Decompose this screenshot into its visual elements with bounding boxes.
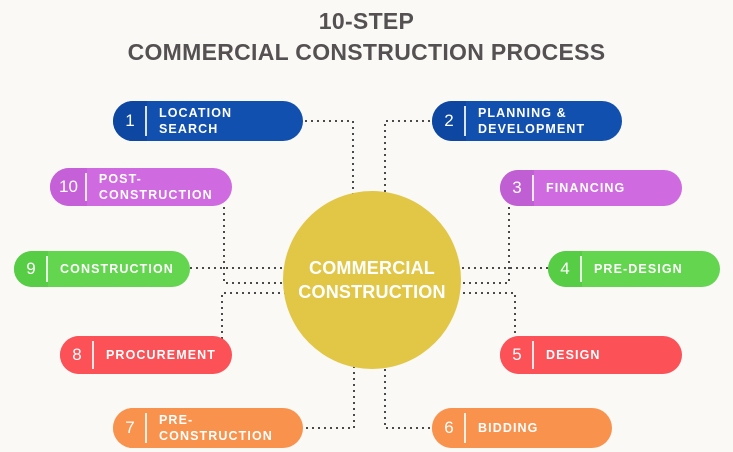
step-number-5: 5: [500, 336, 534, 374]
step-label-8-line-1: PROCUREMENT: [106, 348, 217, 362]
step-label-2-line-1: PLANNING &: [478, 106, 567, 120]
step-label-5: DESIGN: [534, 336, 682, 374]
step-label-1: LOCATION SEARCH: [147, 101, 303, 141]
step-label-2: PLANNING & DEVELOPMENT: [466, 101, 622, 141]
step-label-7-line-1: PRE-: [159, 413, 194, 427]
step-pill-post-construction[interactable]: 10 POST- CONSTRUCTION: [50, 168, 232, 206]
step-label-2-line-2: DEVELOPMENT: [478, 122, 586, 136]
connector-step-5: [455, 292, 516, 345]
step-number-3: 3: [500, 170, 534, 206]
connector-step-10: [223, 207, 283, 284]
center-label-line-1: COMMERCIAL: [309, 258, 435, 278]
step-label-10-line-2: CONSTRUCTION: [98, 188, 213, 202]
title-line-2: COMMERCIAL CONSTRUCTION PROCESS: [127, 39, 606, 65]
step-number-4: 4: [548, 251, 582, 287]
step-number-6: 6: [432, 408, 466, 448]
step-pill-bidding[interactable]: 6 BIDDING: [432, 408, 612, 448]
step-pill-pre-construction[interactable]: 7 PRE- CONSTRUCTION: [113, 408, 303, 448]
connector-step-7: [300, 356, 355, 429]
title-line-1: 10-STEP: [318, 8, 415, 34]
step-pill-financing[interactable]: 3 FINANCING: [500, 170, 682, 206]
step-label-1-line-2: SEARCH: [159, 122, 219, 136]
step-label-8: PROCUREMENT: [94, 336, 232, 374]
step-pill-planning-development[interactable]: 2 PLANNING & DEVELOPMENT: [432, 101, 622, 141]
step-label-9: CONSTRUCTION: [48, 251, 190, 287]
connector-step-1: [305, 120, 354, 216]
step-pill-pre-design[interactable]: 4 PRE-DESIGN: [548, 251, 720, 287]
step-label-3: FINANCING: [534, 170, 682, 206]
step-label-3-line-1: FINANCING: [546, 181, 626, 195]
center-node: COMMERCIAL CONSTRUCTION: [283, 191, 461, 369]
step-pill-location-search[interactable]: 1 LOCATION SEARCH: [113, 101, 303, 141]
step-label-9-line-1: CONSTRUCTION: [60, 262, 174, 276]
step-label-4: PRE-DESIGN: [582, 251, 720, 287]
step-label-6-line-1: BIDDING: [478, 421, 539, 435]
step-label-1-line-1: LOCATION: [159, 106, 233, 120]
step-number-1: 1: [113, 101, 147, 141]
step-number-9: 9: [14, 251, 48, 287]
step-pill-construction[interactable]: 9 CONSTRUCTION: [14, 251, 190, 287]
step-number-7: 7: [113, 408, 147, 448]
connector-step-3: [456, 207, 510, 284]
page-title: 10-STEP COMMERCIAL CONSTRUCTION PROCESS: [0, 6, 733, 68]
step-label-10: POST- CONSTRUCTION: [87, 168, 232, 206]
center-label-line-2: CONSTRUCTION: [298, 282, 446, 302]
step-number-2: 2: [432, 101, 466, 141]
step-label-5-line-1: DESIGN: [546, 348, 601, 362]
step-number-10: 10: [50, 168, 87, 206]
step-pill-design[interactable]: 5 DESIGN: [500, 336, 682, 374]
step-label-10-line-1: POST-: [98, 172, 142, 186]
connector-step-6: [384, 356, 430, 429]
step-pill-procurement[interactable]: 8 PROCUREMENT: [60, 336, 232, 374]
connector-step-8: [221, 292, 285, 345]
step-label-7-line-2: CONSTRUCTION: [159, 429, 273, 443]
step-label-7: PRE- CONSTRUCTION: [147, 408, 303, 448]
step-label-6: BIDDING: [466, 408, 612, 448]
connector-step-2: [384, 120, 430, 216]
step-label-4-line-1: PRE-DESIGN: [594, 262, 683, 276]
step-number-8: 8: [60, 336, 94, 374]
